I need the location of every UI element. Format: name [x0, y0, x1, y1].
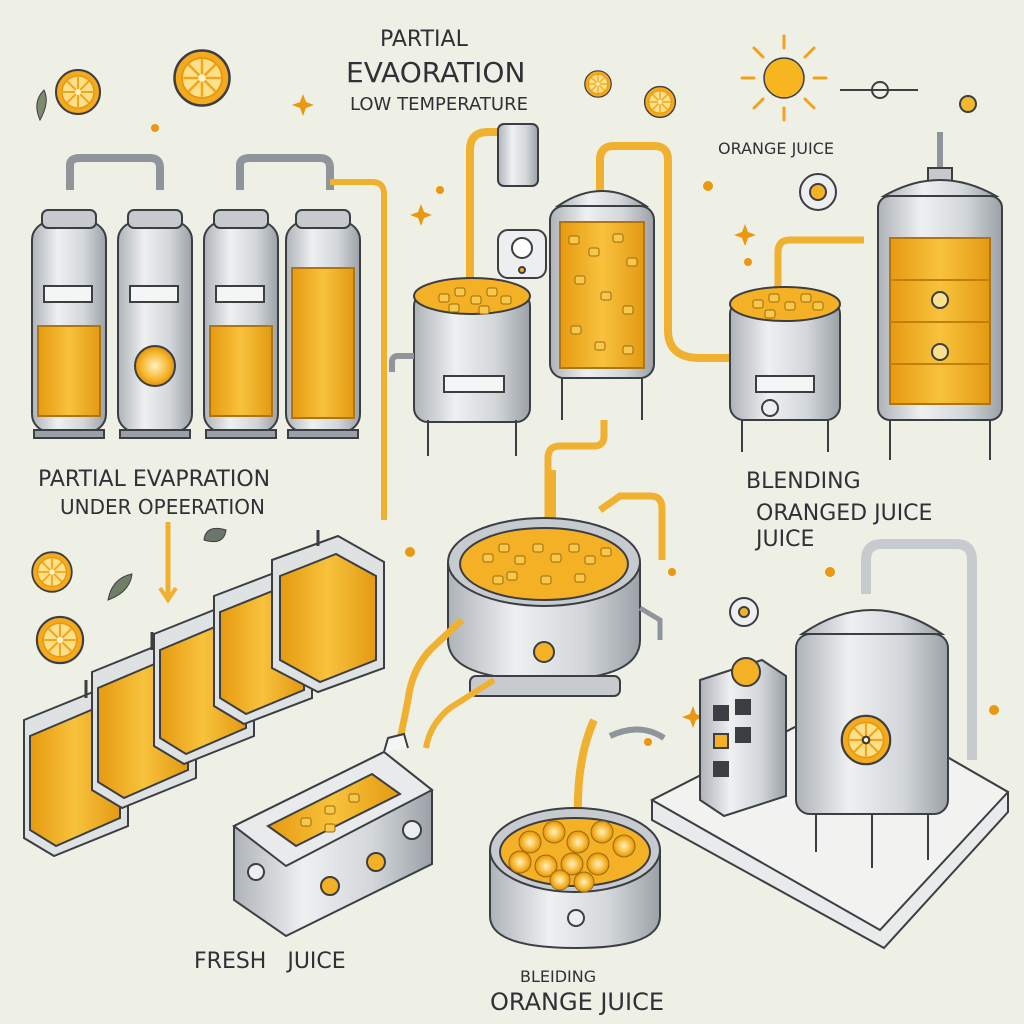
- right-title-line1: BLENDING: [746, 469, 861, 494]
- tank-1: [31, 209, 107, 439]
- bottom-title-line2: ORANGE JUICE: [490, 988, 664, 1016]
- evaporator-tank-bank: [31, 154, 387, 520]
- orange-slice-icon: [55, 69, 101, 115]
- orange-slice-icon: [840, 714, 892, 766]
- orange-bowl: [489, 718, 666, 950]
- control-panel: [699, 657, 787, 818]
- tank-2: [117, 209, 193, 439]
- blending-kettle: [729, 236, 864, 452]
- gauge-icon: [799, 173, 837, 211]
- orange-slice-icon: [31, 551, 73, 593]
- bottom-title-line1: BLEIDING: [520, 967, 596, 986]
- juicer-machine: [232, 732, 434, 938]
- fresh-juice-label: FRESH JUICE: [194, 949, 346, 974]
- left-title-line2: UNDER OPEERATION: [60, 495, 265, 519]
- gauge-icon: [840, 81, 977, 113]
- top-title-line1: PARTIAL: [380, 27, 469, 52]
- orange-slice-icon: [643, 85, 677, 119]
- evaporation-kettle: [389, 123, 539, 456]
- mixing-pan: [396, 470, 666, 749]
- right-title-line2: ORANGED JUICE: [756, 501, 932, 526]
- sun-icon: [740, 34, 828, 122]
- top-title-line2: EVAORATION: [346, 56, 525, 89]
- sparkle-icon: [151, 94, 999, 746]
- left-title-line1: PARTIAL EVAPRATION: [38, 467, 270, 492]
- orange-slice-icon: [173, 49, 231, 107]
- container-5: [271, 530, 385, 694]
- gauge-icon: [497, 229, 547, 279]
- right-title-line3: JUICE: [754, 527, 814, 552]
- juice-container-row: [23, 522, 385, 858]
- gauge-icon: [729, 597, 759, 627]
- separation-column: [544, 142, 740, 540]
- top-title-line3: LOW TEMPERATURE: [350, 94, 528, 115]
- storage-tank-tall: [877, 132, 1003, 460]
- orange-juice-top-label: ORANGE JUICE: [718, 139, 834, 158]
- orange-slice-icon: [584, 70, 612, 98]
- tank-4: [285, 209, 361, 439]
- leaf-icon: [36, 89, 227, 601]
- tank-3: [203, 209, 279, 439]
- silo-platform: [649, 539, 1010, 950]
- orange-slice-icon: [35, 615, 85, 665]
